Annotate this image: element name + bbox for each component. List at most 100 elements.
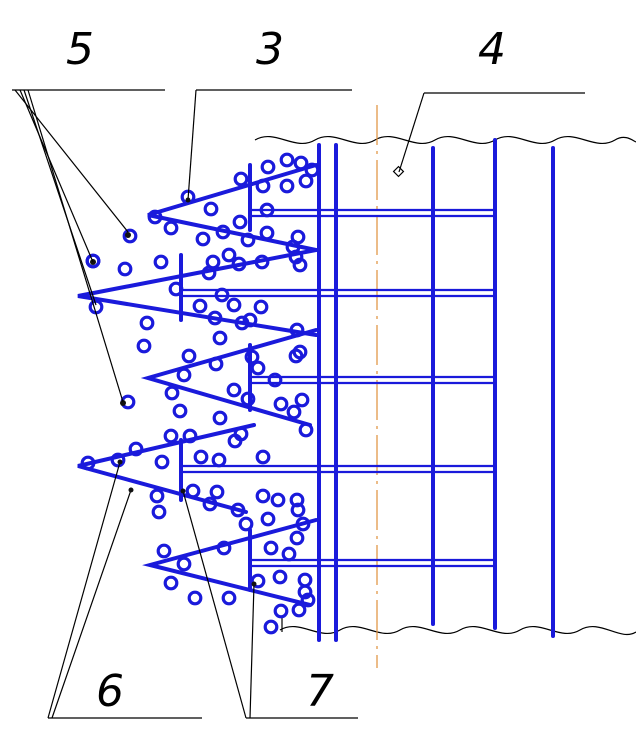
- ring-element: [151, 504, 167, 520]
- ring-element: [226, 297, 242, 313]
- ring-element: [288, 348, 304, 364]
- callout-label-4: 4: [478, 24, 506, 75]
- ring-element: [80, 455, 96, 471]
- ring-element: [289, 322, 305, 338]
- ring-element: [300, 592, 316, 608]
- ring-element: [214, 287, 230, 303]
- ring-element: [293, 155, 309, 171]
- ring-element: [85, 253, 101, 269]
- ring-element: [279, 178, 295, 194]
- ring-element: [153, 254, 169, 270]
- ring-element: [88, 299, 104, 315]
- callout-label-3: 3: [256, 24, 284, 75]
- ring-element: [234, 315, 250, 331]
- ring-element: [203, 201, 219, 217]
- leader-3: [185, 89, 352, 203]
- ring-element: [216, 540, 232, 556]
- ring-element: [181, 348, 197, 364]
- ring-element: [294, 392, 310, 408]
- leader-4: [392, 92, 585, 178]
- ring-element: [260, 159, 276, 175]
- ring-element: [147, 209, 163, 225]
- ring-element: [290, 502, 306, 518]
- ring-element: [263, 619, 279, 635]
- ring-element: [163, 575, 179, 591]
- ring-element: [254, 254, 270, 270]
- horizontal-rebar: [180, 464, 495, 474]
- ring-element: [176, 367, 192, 383]
- horizontal-rebar: [250, 208, 495, 218]
- ring-element: [207, 310, 223, 326]
- ring-marker: [125, 232, 131, 238]
- ring-element: [163, 220, 179, 236]
- ring-element: [215, 224, 231, 240]
- ring-element: [226, 382, 242, 398]
- horizontal-rebar: [250, 375, 495, 385]
- ring-element: [272, 569, 288, 585]
- ring-element: [297, 584, 313, 600]
- ring-element: [281, 546, 297, 562]
- ring-element: [259, 202, 275, 218]
- ring-element: [187, 590, 203, 606]
- ring-element: [240, 391, 256, 407]
- ring-element: [267, 372, 283, 388]
- ring-element: [238, 516, 254, 532]
- ring-element: [230, 502, 246, 518]
- ring-element: [195, 231, 211, 247]
- ring-element: [255, 488, 271, 504]
- ring-element: [233, 171, 249, 187]
- ring-element: [193, 449, 209, 465]
- callout-label-7: 7: [306, 666, 334, 717]
- ring-element: [255, 449, 271, 465]
- bottom-break-line: [279, 625, 636, 635]
- ring-element: [154, 454, 170, 470]
- ring-element: [149, 488, 165, 504]
- ring-element: [242, 312, 258, 328]
- horizontal-rebar: [180, 288, 495, 298]
- ring-element: [209, 484, 225, 500]
- ring-element: [201, 265, 217, 281]
- ring-element: [128, 441, 144, 457]
- ring-element: [270, 492, 286, 508]
- ring-element: [182, 428, 198, 444]
- ring-element: [185, 483, 201, 499]
- ring-element: [122, 228, 138, 244]
- ring-element: [291, 602, 307, 618]
- horizontal-rebars: [180, 208, 495, 568]
- ring-element: [163, 428, 179, 444]
- ring-element: [176, 556, 192, 572]
- ring-element: [295, 516, 311, 532]
- ring-element: [172, 403, 188, 419]
- ring-element: [304, 162, 320, 178]
- ring-elements: [80, 152, 320, 635]
- callout-label-6: 6: [96, 666, 124, 717]
- ring-element: [297, 572, 313, 588]
- ring-element: [221, 590, 237, 606]
- ring-element: [292, 257, 308, 273]
- ring-element: [231, 256, 247, 272]
- ring-element: [227, 433, 243, 449]
- ring-element: [298, 422, 314, 438]
- ring-element: [212, 410, 228, 426]
- ring-marker: [120, 400, 126, 406]
- ring-element: [136, 338, 152, 354]
- ring-element: [263, 540, 279, 556]
- ring-element: [110, 452, 126, 468]
- ring-element: [273, 603, 289, 619]
- ring-element: [202, 496, 218, 512]
- ring-element: [139, 315, 155, 331]
- ring-element: [221, 247, 237, 263]
- ring-element: [279, 152, 295, 168]
- ring-element: [255, 178, 271, 194]
- ring-element: [250, 360, 266, 376]
- ring-element: [250, 573, 266, 589]
- ring-element: [286, 404, 302, 420]
- ring-element: [192, 298, 208, 314]
- ring-element: [240, 232, 256, 248]
- ring-element: [273, 396, 289, 412]
- zigzag-anchor: [77, 248, 318, 337]
- ring-element: [298, 173, 314, 189]
- ring-element: [208, 356, 224, 372]
- ring-element: [253, 299, 269, 315]
